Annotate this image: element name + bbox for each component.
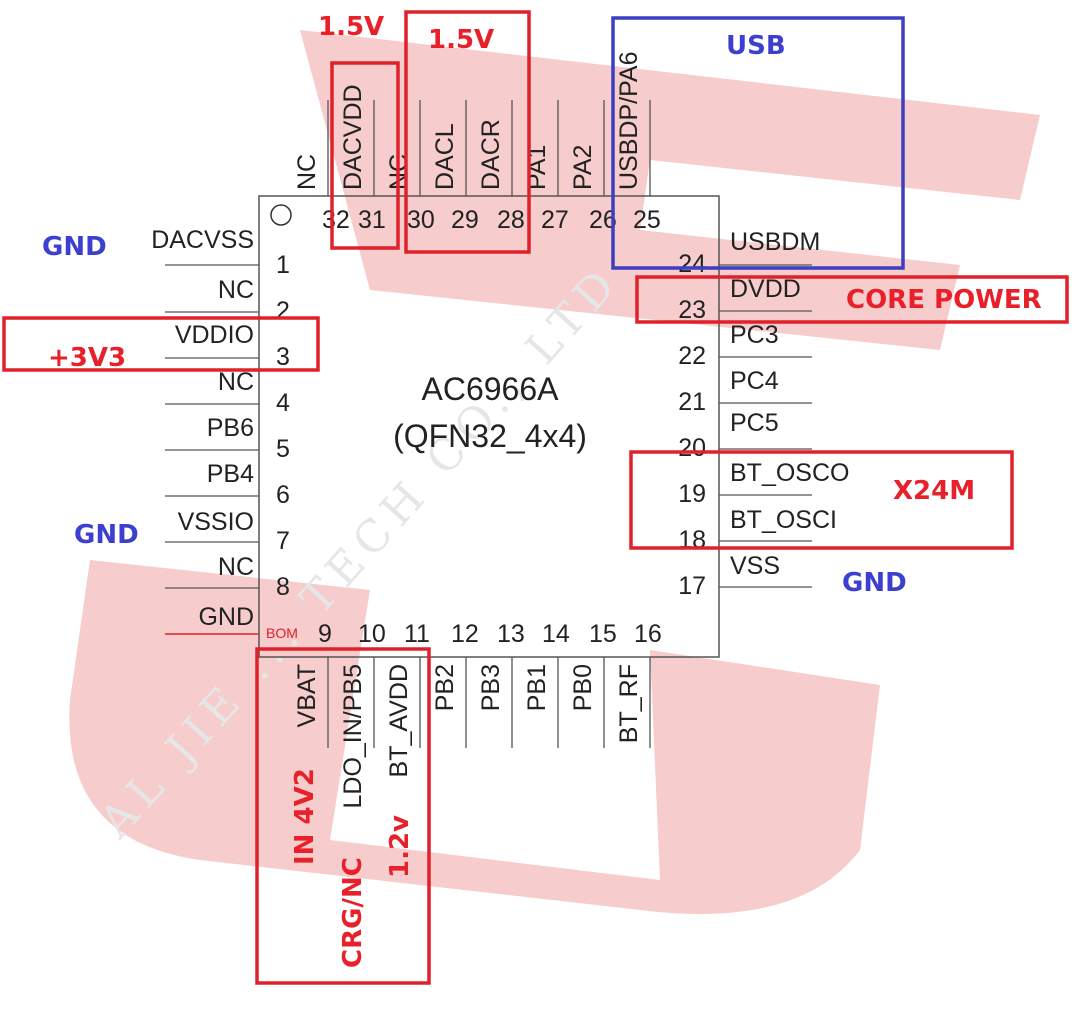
- annotation-core-power: CORE POWER: [846, 285, 1042, 315]
- pin-name-24: USBDM: [730, 228, 820, 256]
- pin1-marker: [270, 204, 292, 226]
- chip-name: AC6966A: [422, 371, 560, 407]
- annotation-xtal: X24M: [893, 476, 975, 506]
- pin-num-8: 8: [276, 573, 290, 601]
- pin-num-15: 15: [589, 620, 617, 648]
- pin-num-13: 13: [497, 620, 525, 648]
- pin-name-26: PA2: [569, 145, 597, 190]
- pin-name-12: PB2: [431, 664, 459, 711]
- pin-name-8: NC: [218, 553, 254, 581]
- left-pins: DACVSS NC VDDIO NC PB6 PB4 VSSIO NC GND …: [151, 226, 290, 635]
- pin-name-28: DACR: [477, 119, 505, 190]
- annotation-gnd-left-mid: GND: [74, 520, 139, 550]
- pin-name-6: PB4: [207, 460, 254, 488]
- pin-num-3: 3: [276, 343, 290, 371]
- box-dacvdd: [330, 61, 400, 250]
- pin-name-5: PB6: [207, 414, 254, 442]
- pin-num-28: 28: [497, 206, 525, 234]
- box-vddio: [2, 316, 320, 372]
- pin-num-5: 5: [276, 435, 290, 463]
- chip-body: [258, 195, 720, 658]
- box-bottom-power: [255, 647, 431, 985]
- annotation-dac-out: 1.5V: [428, 25, 494, 55]
- pin-name-15: PB0: [569, 664, 597, 711]
- box-usb: [611, 16, 905, 270]
- pin-num-31: 31: [358, 206, 386, 234]
- pin-num-22: 22: [678, 342, 706, 370]
- pin-num-30: 30: [407, 206, 435, 234]
- annotation-bt-avdd: 1.2v: [385, 815, 415, 878]
- pin-name-9: VBAT: [293, 664, 321, 727]
- pin-num-11: 11: [404, 620, 430, 648]
- box-dac-out: [404, 10, 531, 254]
- pin-name-4: NC: [218, 368, 254, 396]
- pin-num-21: 21: [678, 388, 706, 416]
- pin-num-24: 24: [678, 250, 706, 278]
- pin-name-7: VSSIO: [178, 508, 254, 536]
- pin-name-20: PC5: [730, 409, 779, 437]
- bottom-pins: 9 10 11 12 13 14 15 16 VBAT LDO_IN/PB5 B…: [293, 620, 662, 809]
- bom-mark: BOM: [266, 625, 298, 641]
- pin-num-25: 25: [633, 206, 661, 234]
- pin-name-gnd: GND: [198, 603, 254, 631]
- box-core-power: [635, 275, 1069, 324]
- pin-name-32: NC: [293, 154, 321, 190]
- annotation-ldo-in: CRG/NC: [338, 857, 368, 968]
- right-pins: USBDM DVDD PC3 PC4 PC5 BT_OSCO BT_OSCI V…: [678, 228, 849, 600]
- pin-name-1: DACVSS: [151, 226, 254, 254]
- pin-num-9: 9: [318, 620, 332, 648]
- pin-num-4: 4: [276, 389, 290, 417]
- pin-name-31: DACVDD: [339, 84, 367, 190]
- pin-num-20: 20: [678, 434, 706, 462]
- top-pins: NC DACVDD NC DACL DACR PA1 PA2 USBDP/PA6…: [293, 52, 661, 234]
- pin-num-10: 10: [358, 620, 386, 648]
- pin-name-21: PC4: [730, 367, 779, 395]
- pin-num-16: 16: [634, 620, 662, 648]
- pin-name-14: PB1: [523, 664, 551, 711]
- annotation-gnd-left-top: GND: [42, 232, 107, 262]
- pin-name-23: DVDD: [730, 275, 801, 303]
- pin-name-13: PB3: [477, 664, 505, 711]
- pin-num-27: 27: [541, 206, 569, 234]
- pin-num-18: 18: [678, 526, 706, 554]
- pin-num-2: 2: [276, 297, 290, 325]
- pin-num-29: 29: [451, 206, 479, 234]
- pin-name-10: LDO_IN/PB5: [339, 664, 367, 809]
- pin-name-29: DACL: [431, 123, 459, 190]
- pin-name-3: VDDIO: [175, 321, 254, 349]
- pin-num-14: 14: [542, 620, 570, 648]
- pin-num-19: 19: [678, 480, 706, 508]
- pin-num-17: 17: [678, 572, 706, 600]
- pin-num-1: 1: [276, 251, 290, 279]
- pin-name-27: PA1: [523, 145, 551, 190]
- annotation-usb: USB: [726, 31, 786, 61]
- box-xtal: [629, 450, 1014, 550]
- annotation-gnd-right: GND: [842, 568, 907, 598]
- pin-name-25: USBDP/PA6: [615, 52, 643, 190]
- pin-name-18: BT_OSCI: [730, 506, 837, 534]
- pin-name-11: BT_AVDD: [385, 664, 413, 777]
- pin-num-23: 23: [678, 296, 706, 324]
- pin-name-17: VSS: [730, 552, 780, 580]
- annotation-vddio: +3V3: [48, 343, 126, 373]
- pin-name-19: BT_OSCO: [730, 459, 849, 487]
- annotation-dacvdd: 1.5V: [318, 12, 384, 42]
- pin-num-6: 6: [276, 481, 290, 509]
- annotation-vbat: IN 4V2: [290, 768, 320, 865]
- pin-num-32: 32: [322, 206, 350, 234]
- pin-name-22: PC3: [730, 321, 779, 349]
- pin-num-12: 12: [451, 620, 479, 648]
- pin-num-7: 7: [276, 527, 290, 555]
- pin-name-2: NC: [218, 276, 254, 304]
- pin-name-16: BT_RF: [615, 664, 643, 743]
- chip-package: (QFN32_4x4): [393, 418, 587, 454]
